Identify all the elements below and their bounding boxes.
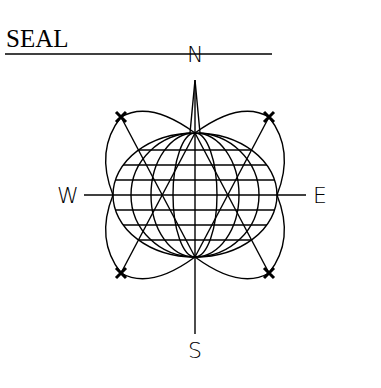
star-marks [116,112,274,278]
north-label: N [187,44,203,66]
compass-lines [84,80,306,334]
south-label: S [188,340,202,362]
east-label: E [313,185,327,207]
seal-heading: SEAL [6,26,69,51]
arcs [106,111,285,279]
underline [5,53,272,54]
west-label: W [57,185,79,207]
